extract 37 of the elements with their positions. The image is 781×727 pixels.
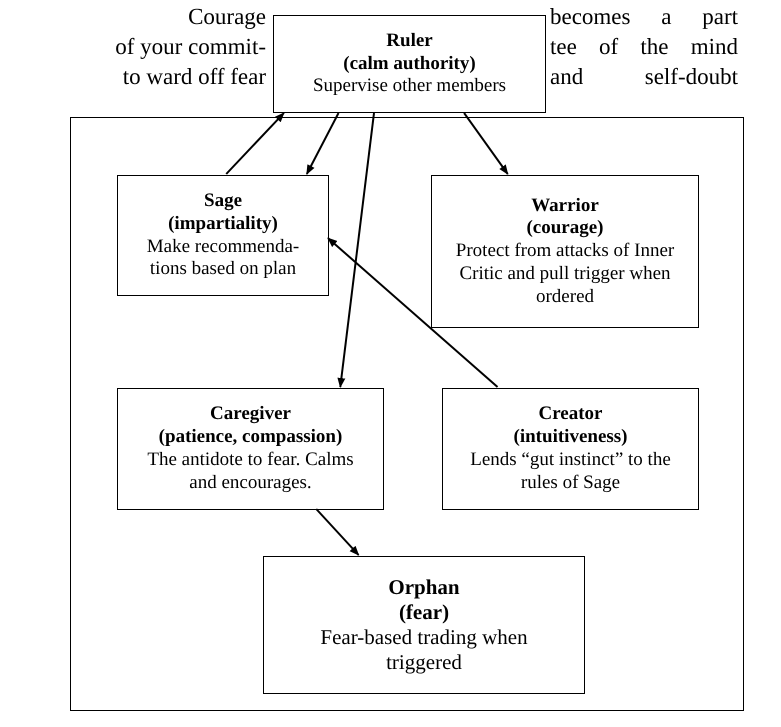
paragraph-fragment: to ward off fear xyxy=(122,63,266,91)
role-name: Sage xyxy=(203,190,243,213)
role-description: Lends “gut instinct” to the rules of Sage xyxy=(469,449,672,495)
role-name: Warrior xyxy=(530,194,600,218)
arrow xyxy=(327,237,498,388)
paragraph-fragment: becomes a part xyxy=(550,3,738,31)
role-description: Fear-based trading when triggered xyxy=(319,625,529,676)
paragraph-fragment: and self-doubt xyxy=(550,63,738,91)
role-box xyxy=(431,175,699,328)
arrow xyxy=(226,112,285,175)
role-description: Protect from attacks of Inner Critic and pull trigger when ordered xyxy=(454,240,676,308)
role-description: The antidote to fear. Calms and encourages. xyxy=(146,449,355,495)
role-box xyxy=(442,388,699,510)
arrow xyxy=(316,508,360,556)
role-name: Caregiver xyxy=(209,403,292,426)
role-box xyxy=(117,175,329,296)
role-box xyxy=(273,15,546,113)
role-box xyxy=(117,388,384,510)
role-trait: (intuitiveness) xyxy=(512,426,628,449)
paragraph-fragment: tee of the mind xyxy=(550,33,738,61)
role-name: Ruler xyxy=(385,30,434,53)
role-trait: (patience, compassion) xyxy=(158,426,344,449)
arrow xyxy=(337,112,375,388)
container-frame xyxy=(70,117,744,711)
arrow xyxy=(463,112,509,175)
role-box xyxy=(263,556,585,694)
role-trait: (fear) xyxy=(398,600,450,625)
role-description: Make recommenda- tions based on plan xyxy=(146,236,300,282)
role-trait: (courage) xyxy=(525,217,605,240)
role-trait: (calm authority) xyxy=(342,52,477,76)
arrow xyxy=(306,112,340,175)
role-name: Orphan xyxy=(387,574,461,600)
paragraph-fragment: of your commit- xyxy=(114,33,266,61)
role-trait: (impartiality) xyxy=(167,212,279,236)
role-name: Creator xyxy=(537,403,604,426)
role-description: Supervise other members xyxy=(312,75,508,98)
paragraph-fragment: Courage xyxy=(187,3,266,31)
